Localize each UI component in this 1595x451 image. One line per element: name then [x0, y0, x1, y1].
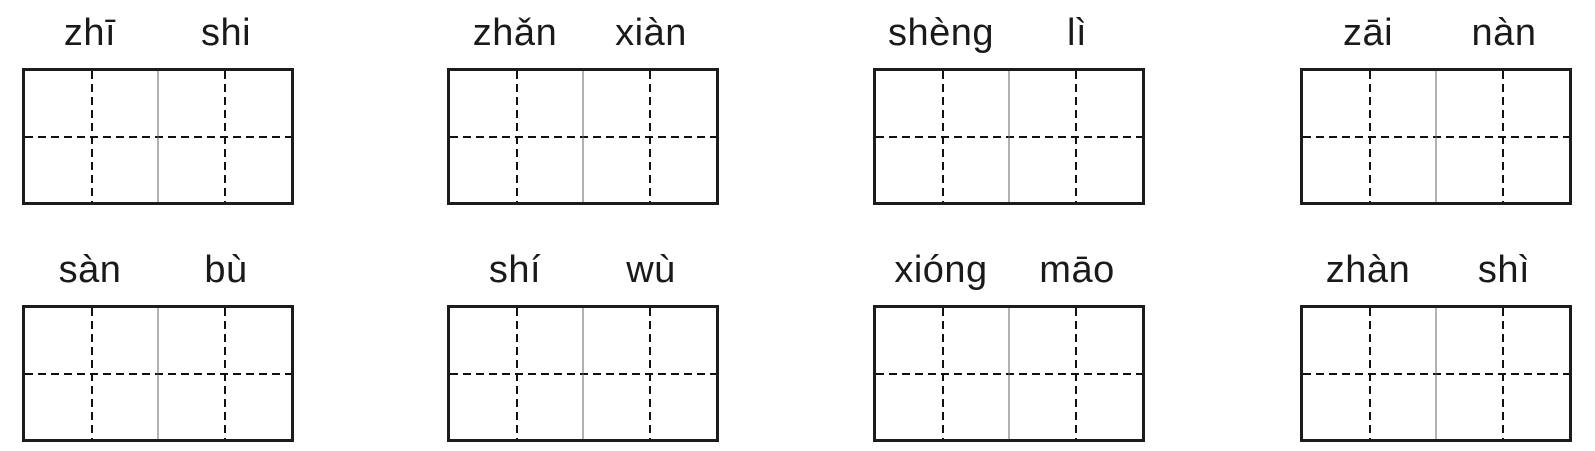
tianzige-writing-box[interactable] — [873, 68, 1145, 205]
pinyin-syllable: shí — [488, 249, 542, 291]
vertical-dashed-guide — [648, 308, 651, 439]
word-group-2: zhǎn xiàn — [447, 0, 719, 205]
pinyin-syllable: zhī — [63, 12, 117, 54]
vertical-dashed-guide — [1501, 308, 1504, 439]
tianzige-writing-box[interactable] — [22, 305, 294, 442]
vertical-dashed-guide — [515, 308, 518, 439]
pinyin-syllable: shèng — [887, 12, 995, 54]
pinyin-syllable: sàn — [58, 249, 122, 291]
vertical-dashed-guide — [90, 308, 93, 439]
cell-divider — [157, 71, 159, 202]
word-group-5: sàn bù — [22, 237, 294, 442]
word-group-6: shí wù — [447, 237, 719, 442]
cell-divider — [157, 308, 159, 439]
pinyin-syllable: nàn — [1471, 12, 1537, 54]
tianzige-writing-box[interactable] — [1300, 305, 1572, 442]
word-group-4: zāi nàn — [1300, 0, 1572, 205]
pinyin-labels: sàn bù — [22, 237, 294, 305]
pinyin-syllable: shì — [1477, 249, 1531, 291]
vertical-dashed-guide — [1074, 71, 1077, 202]
pinyin-labels: xióng māo — [873, 237, 1145, 305]
vertical-dashed-guide — [941, 308, 944, 439]
pinyin-syllable: lì — [1067, 12, 1087, 54]
cell-divider — [1008, 71, 1010, 202]
pinyin-syllable: xióng — [894, 249, 988, 291]
vertical-dashed-guide — [90, 71, 93, 202]
tianzige-writing-box[interactable] — [873, 305, 1145, 442]
pinyin-syllable: māo — [1039, 249, 1115, 291]
vertical-dashed-guide — [223, 308, 226, 439]
word-group-8: zhàn shì — [1300, 237, 1572, 442]
pinyin-syllable: wù — [626, 249, 676, 291]
cell-divider — [582, 71, 584, 202]
pinyin-labels: zhàn shì — [1300, 237, 1572, 305]
pinyin-syllable: xiàn — [615, 12, 687, 54]
tianzige-writing-box[interactable] — [447, 305, 719, 442]
word-group-1: zhī shi — [22, 0, 294, 205]
word-group-3: shèng lì — [873, 0, 1145, 205]
cell-divider — [1435, 308, 1437, 439]
vertical-dashed-guide — [1368, 71, 1371, 202]
tianzige-writing-box[interactable] — [1300, 68, 1572, 205]
pinyin-syllable: bù — [204, 249, 248, 291]
cell-divider — [1435, 71, 1437, 202]
vertical-dashed-guide — [515, 71, 518, 202]
pinyin-syllable: shi — [200, 12, 252, 54]
pinyin-syllable: zhǎn — [472, 12, 558, 54]
pinyin-syllable: zhàn — [1325, 249, 1411, 291]
vertical-dashed-guide — [1074, 308, 1077, 439]
pinyin-labels: shèng lì — [873, 0, 1145, 68]
cell-divider — [1008, 308, 1010, 439]
cell-divider — [582, 308, 584, 439]
vertical-dashed-guide — [1501, 71, 1504, 202]
pinyin-labels: zhǎn xiàn — [447, 0, 719, 68]
tianzige-writing-box[interactable] — [22, 68, 294, 205]
pinyin-labels: shí wù — [447, 237, 719, 305]
pinyin-syllable: zāi — [1342, 12, 1394, 54]
vertical-dashed-guide — [1368, 308, 1371, 439]
vertical-dashed-guide — [941, 71, 944, 202]
word-group-7: xióng māo — [873, 237, 1145, 442]
tianzige-writing-box[interactable] — [447, 68, 719, 205]
pinyin-labels: zhī shi — [22, 0, 294, 68]
vertical-dashed-guide — [648, 71, 651, 202]
vertical-dashed-guide — [223, 71, 226, 202]
pinyin-labels: zāi nàn — [1300, 0, 1572, 68]
